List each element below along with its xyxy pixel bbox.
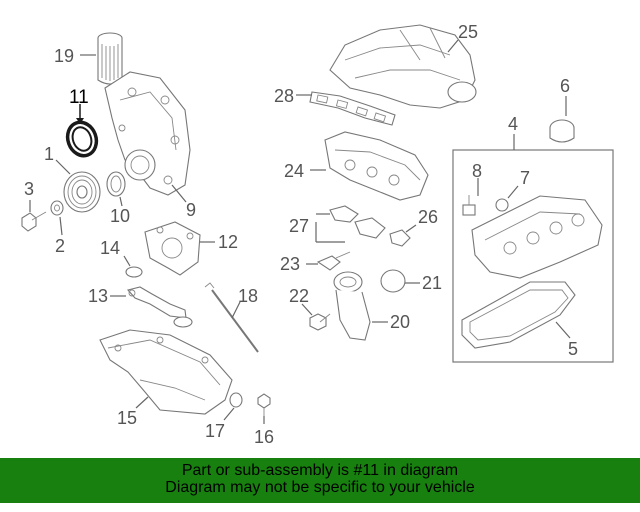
small-gasket-part[interactable] xyxy=(389,229,411,247)
oil-pickup-tube-part[interactable] xyxy=(126,286,193,328)
banner-line-disclaimer: Diagram may not be specific to your vehi… xyxy=(165,479,475,496)
pcv-valve-part[interactable] xyxy=(462,195,476,216)
intake-gasket-part[interactable] xyxy=(309,91,396,126)
part-label-8[interactable]: 8 xyxy=(472,161,482,181)
part-label-15[interactable]: 15 xyxy=(117,408,137,428)
valve-cover-assembly-box xyxy=(452,149,614,363)
part-label-7[interactable]: 7 xyxy=(520,168,530,188)
timing-cover-part[interactable] xyxy=(104,71,191,196)
dipstick-part[interactable] xyxy=(204,282,259,353)
part-label-9[interactable]: 9 xyxy=(186,200,196,220)
upper-intake-manifold-part[interactable] xyxy=(329,24,477,109)
part-label-2[interactable]: 2 xyxy=(55,236,65,256)
drain-plug-part[interactable] xyxy=(257,393,271,416)
pcv-grommet-part[interactable] xyxy=(495,198,509,212)
banner-line-part-info: Part or sub-assembly is #11 in diagram xyxy=(181,462,459,479)
part-label-11[interactable]: 11 xyxy=(69,87,89,108)
front-crank-seal-part[interactable] xyxy=(63,118,101,160)
engine-parts-diagram: 19 9 11 1 xyxy=(21,22,614,447)
part-label-18[interactable]: 18 xyxy=(238,286,258,306)
part-label-26[interactable]: 26 xyxy=(418,207,438,227)
thermostat-gaskets-part[interactable] xyxy=(329,205,386,239)
crank-pulley-part[interactable] xyxy=(63,171,101,213)
oil-filler-cap-part[interactable] xyxy=(549,119,575,143)
oil-filter-part[interactable] xyxy=(97,32,123,85)
part-label-4[interactable]: 4 xyxy=(508,114,518,134)
part-label-10[interactable]: 10 xyxy=(110,206,130,226)
pump-o-ring-part[interactable] xyxy=(125,266,143,278)
part-label-24[interactable]: 24 xyxy=(284,161,304,181)
drain-plug-gasket-part[interactable] xyxy=(229,392,243,408)
part-label-28[interactable]: 28 xyxy=(274,86,294,106)
valve-cover-part[interactable] xyxy=(471,195,603,279)
part-label-1[interactable]: 1 xyxy=(44,144,54,164)
part-label-27[interactable]: 27 xyxy=(289,216,309,236)
part-label-13[interactable]: 13 xyxy=(88,286,108,306)
part-label-5[interactable]: 5 xyxy=(568,339,578,359)
oil-pump-part[interactable] xyxy=(144,221,201,276)
timing-cover-seal-part[interactable] xyxy=(106,171,126,197)
part-info-banner: Part or sub-assembly is #11 in diagram D… xyxy=(0,458,640,503)
part-label-23[interactable]: 23 xyxy=(280,254,300,274)
part-label-6[interactable]: 6 xyxy=(560,76,570,96)
oil-pan-part[interactable] xyxy=(99,329,233,415)
part-label-19[interactable]: 19 xyxy=(54,46,74,66)
part-label-21[interactable]: 21 xyxy=(422,273,442,293)
part-label-20[interactable]: 20 xyxy=(390,312,410,332)
part-label-17[interactable]: 17 xyxy=(205,421,225,441)
pulley-bolt-part[interactable] xyxy=(21,211,47,232)
part-label-3[interactable]: 3 xyxy=(24,179,34,199)
valve-cover-gasket-part[interactable] xyxy=(461,281,576,349)
thermostat-housing-part[interactable] xyxy=(333,271,371,341)
pulley-washer-part[interactable] xyxy=(50,200,64,216)
housing-bolt-part[interactable] xyxy=(309,313,331,331)
part-label-12[interactable]: 12 xyxy=(218,232,238,252)
temperature-sensor-part[interactable] xyxy=(316,251,351,271)
part-label-14[interactable]: 14 xyxy=(100,238,120,258)
part-label-25[interactable]: 25 xyxy=(458,22,478,42)
part-label-16[interactable]: 16 xyxy=(254,427,274,447)
thermostat-o-ring-part[interactable] xyxy=(380,269,406,293)
part-label-22[interactable]: 22 xyxy=(289,286,309,306)
lower-intake-manifold-part[interactable] xyxy=(324,131,429,201)
